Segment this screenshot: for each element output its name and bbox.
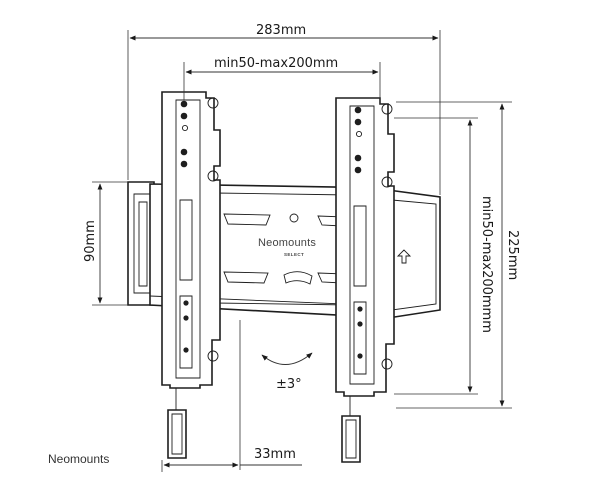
plate-sub: SELECT	[284, 252, 304, 257]
plate-logo: Neomounts SELECT	[258, 237, 316, 257]
right-bracket-arm	[335, 97, 395, 463]
dim-vesa-vertical: min50-max200mmm	[394, 117, 494, 395]
vesa-vertical-label: min50-max200mmm	[479, 196, 494, 333]
footer-brand-logo: Neomounts	[48, 452, 109, 466]
tilt-label: ±3°	[276, 377, 302, 392]
dim-height-total: 225mm	[396, 101, 520, 409]
plate-brand: Neomounts	[258, 237, 316, 249]
vesa-horizontal-label: min50-max200mm	[214, 56, 338, 71]
height-total-label: 225mm	[505, 230, 520, 280]
dim-vesa-horizontal: min50-max200mm	[183, 56, 381, 104]
depth-label: 33mm	[254, 447, 296, 462]
tilt-indicator: ±3°	[261, 352, 313, 392]
plate-height-label: 90mm	[83, 220, 98, 262]
dim-depth: 33mm	[161, 320, 302, 472]
dim-width-total: 283mm	[127, 23, 441, 195]
dim-plate-height: 90mm	[83, 181, 128, 306]
width-total-label: 283mm	[256, 23, 306, 38]
left-bracket-arm	[161, 91, 221, 459]
